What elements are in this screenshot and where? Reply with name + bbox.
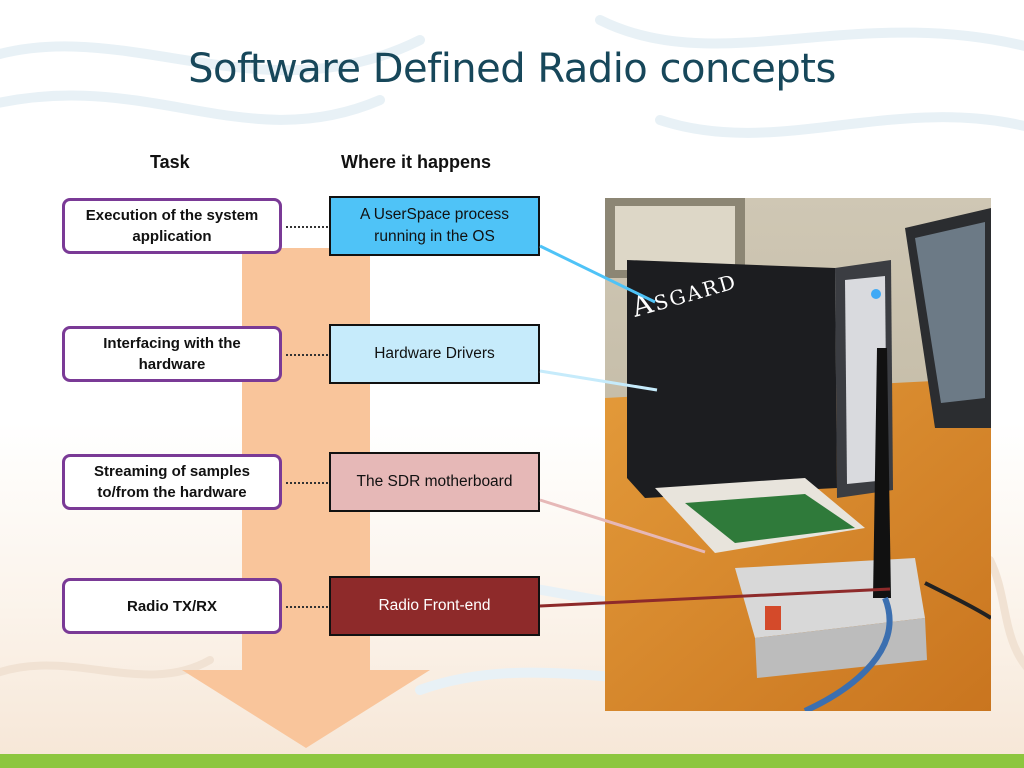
connector-row-2: [286, 354, 328, 356]
where-box-motherboard: The SDR motherboard: [329, 452, 540, 512]
connector-row-1: [286, 226, 328, 228]
task-box-interfacing: Interfacing with the hardware: [62, 326, 282, 382]
where-box-userspace: A UserSpace process running in the OS: [329, 196, 540, 256]
slide-title: Software Defined Radio concepts: [188, 46, 836, 92]
where-box-frontend: Radio Front-end: [329, 576, 540, 636]
task-box-streaming: Streaming of samples to/from the hardwar…: [62, 454, 282, 510]
bottom-accent-bar: [0, 754, 1024, 768]
connector-row-4: [286, 606, 328, 608]
task-box-radio: Radio TX/RX: [62, 578, 282, 634]
leader-line-userspace: [539, 244, 656, 304]
task-box-execution: Execution of the system application: [62, 198, 282, 254]
hardware-photo: [605, 198, 991, 711]
where-box-drivers: Hardware Drivers: [329, 324, 540, 384]
column-header-where: Where it happens: [341, 152, 492, 172]
connector-row-3: [286, 482, 328, 484]
leader-line-frontend: [539, 587, 891, 608]
leader-line-drivers: [539, 369, 658, 392]
leader-line-motherboard: [539, 498, 706, 554]
column-header-task: Task: [150, 152, 190, 172]
